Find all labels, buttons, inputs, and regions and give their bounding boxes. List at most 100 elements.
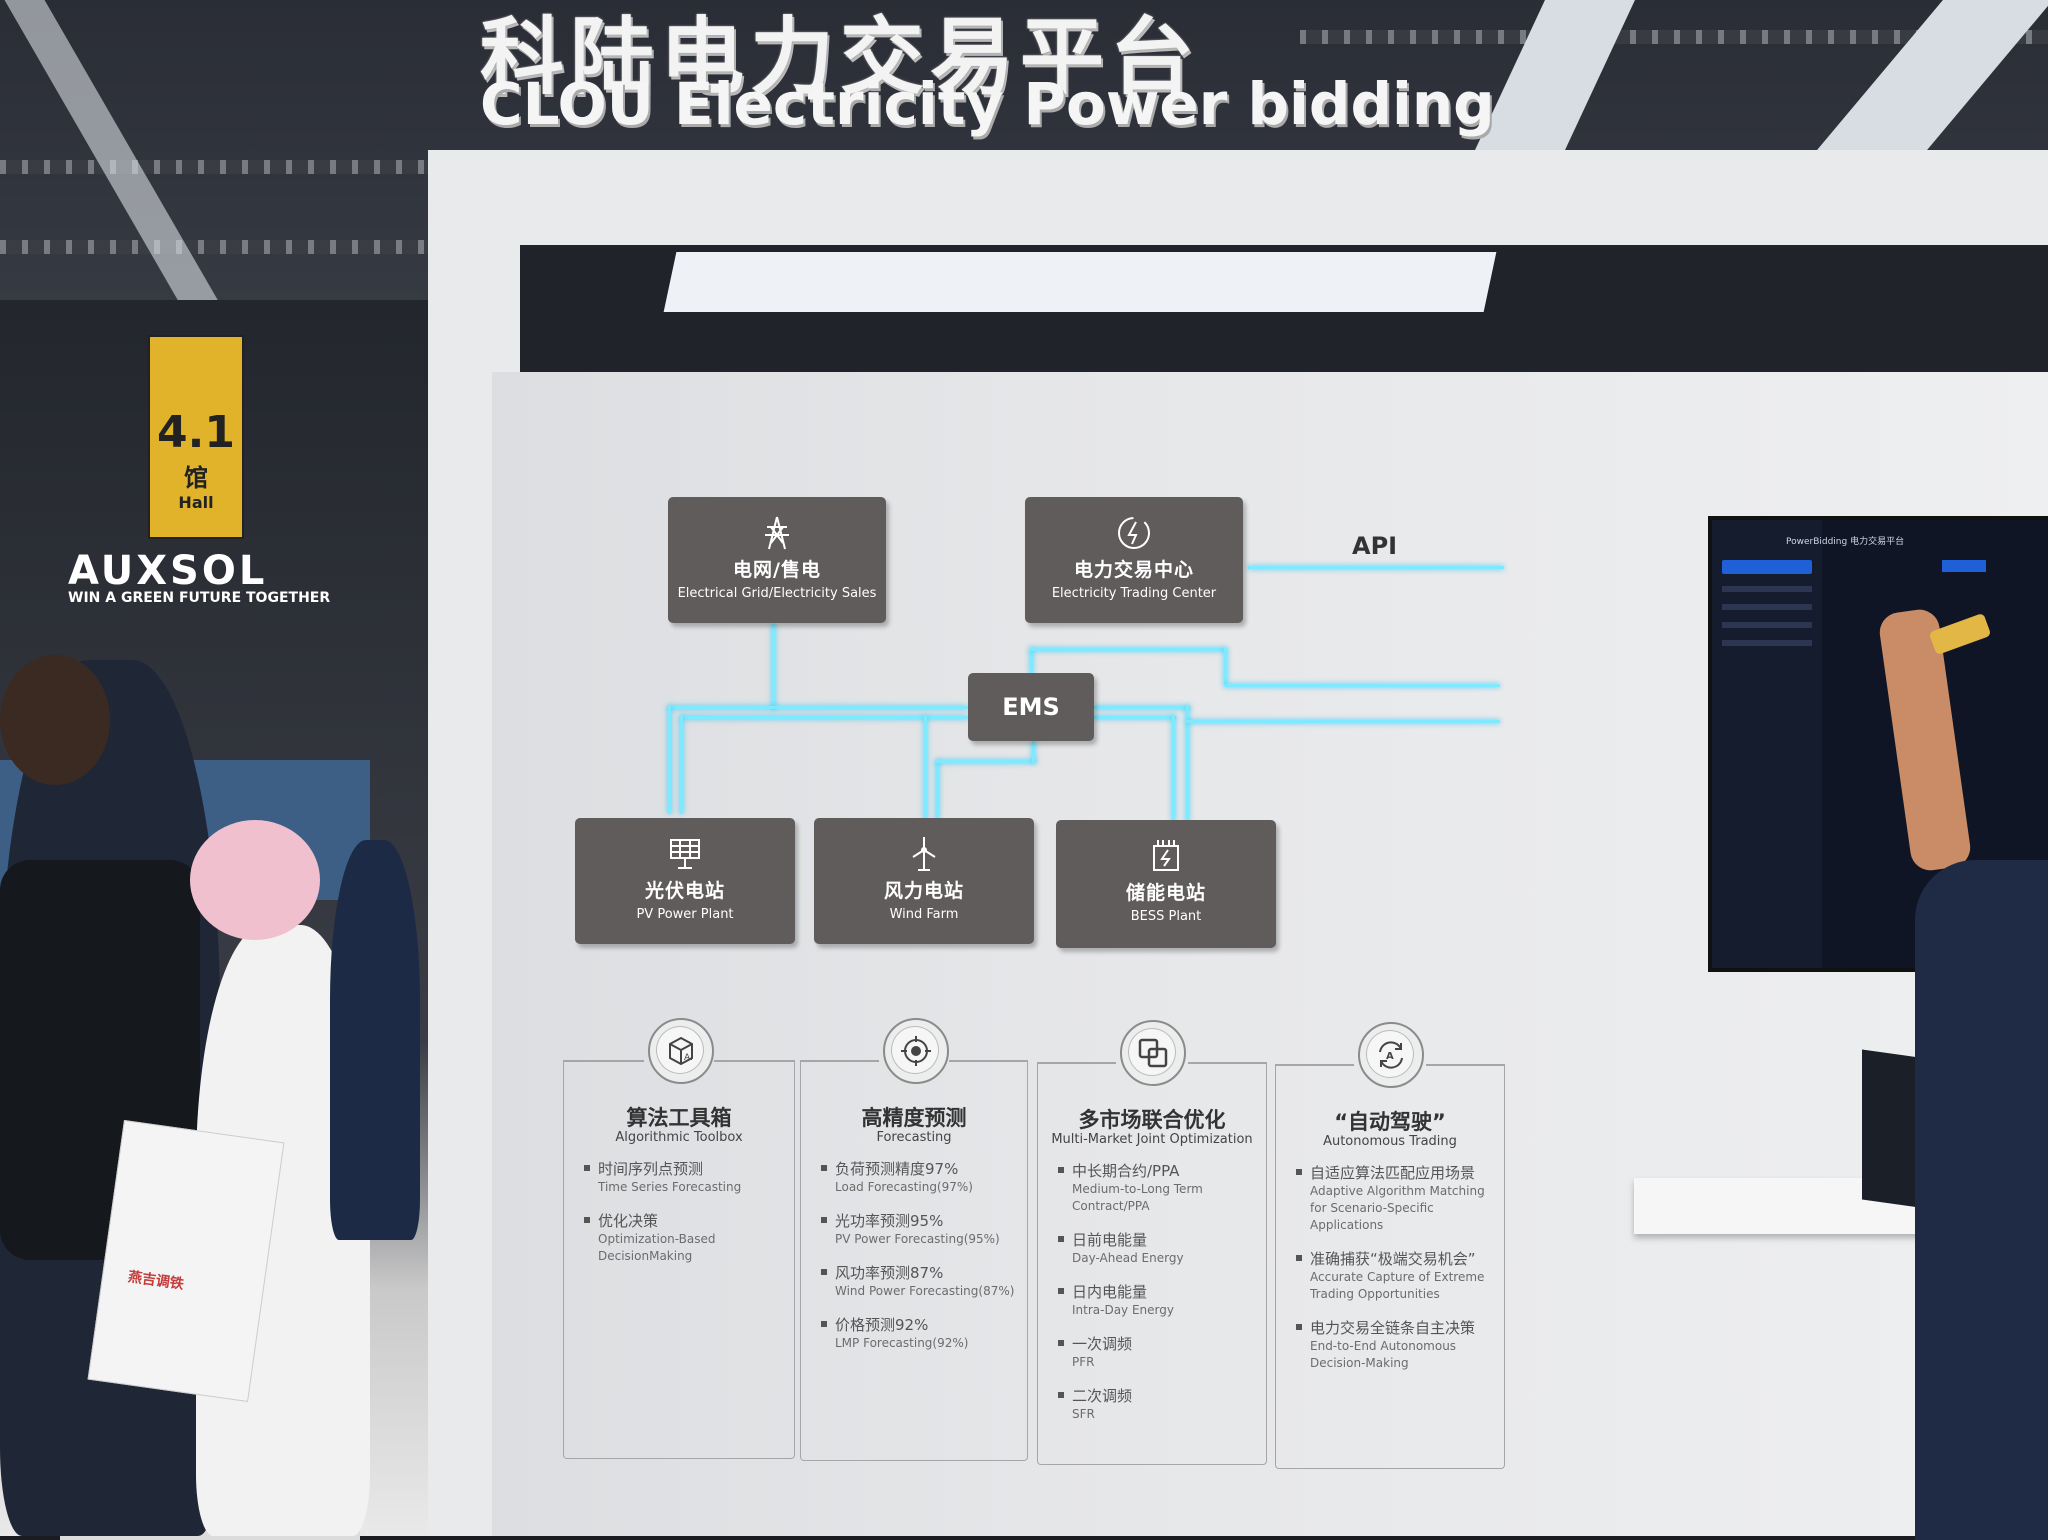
person-head <box>0 655 110 785</box>
list-item: 时间序列点预测 Time Series Forecasting <box>584 1158 788 1196</box>
node-title-cn: 储能电站 <box>1125 882 1206 904</box>
hall-number: 4.1 <box>157 407 235 458</box>
svg-text:AI: AI <box>684 1053 693 1063</box>
node-title-cn: 电网/售电 <box>733 559 821 581</box>
overlap-squares-icon <box>1138 1038 1168 1068</box>
panel-list: 时间序列点预测 Time Series Forecasting 优化决策 Optim… <box>584 1158 788 1279</box>
monitor-action-button <box>1942 560 1986 572</box>
auto-cycle-icon: A <box>1379 1041 1403 1069</box>
list-item: 负荷预测精度97% Load Forecasting(97%) <box>821 1158 1021 1196</box>
monitor-app-title: PowerBidding 电力交易平台 <box>1786 537 1905 547</box>
exhibitor-logo: AUXSOL <box>68 548 268 594</box>
node-title-en: Electrical Grid/Electricity Sales <box>677 586 877 601</box>
item-cn: 电力交易全链条自主决策 <box>1310 1319 1476 1337</box>
item-cn: 自适应算法匹配应用场景 <box>1310 1164 1476 1182</box>
ceiling-beam <box>1817 0 2048 150</box>
node-title-cn: 风力电站 <box>883 880 964 902</box>
node-trading-center: 电力交易中心 Electricity Trading Center <box>1025 497 1243 623</box>
hall-label-en: Hall <box>178 493 214 512</box>
badge <box>883 1018 949 1084</box>
ceiling-truss <box>0 240 430 254</box>
node-title-en: Wind Farm <box>889 907 959 922</box>
node-title-en: BESS Plant <box>1130 909 1202 924</box>
list-item: 日前电能量 Day-Ahead Energy <box>1058 1229 1260 1267</box>
node-title-en: Electricity Trading Center <box>1051 586 1217 601</box>
wind-turbine-icon <box>912 837 936 871</box>
item-en: Accurate Capture of Extreme Trading Oppo… <box>1310 1270 1485 1301</box>
node-bess-plant: 储能电站 BESS Plant <box>1056 820 1276 948</box>
node-pv-plant: 光伏电站 PV Power Plant <box>575 818 795 944</box>
item-en: Intra-Day Energy <box>1072 1303 1174 1317</box>
panel-forecasting: 高精度预测 Forecasting 负荷预测精度97%Load Forecast… <box>800 1018 1028 1461</box>
booth-sign-title-cn: 科陆电力交易平台 <box>480 8 1201 106</box>
list-item: 一次调频 PFR <box>1058 1333 1260 1371</box>
monitor-sidebar <box>1712 520 1822 968</box>
list-item: 价格预测92%LMP Forecasting(92%) <box>821 1314 1021 1352</box>
item-cn: 一次调频 <box>1072 1335 1133 1353</box>
api-label: API <box>1352 532 1398 560</box>
hall-label-cn: 馆 <box>184 464 208 492</box>
monitor-sidebar-item <box>1722 604 1812 610</box>
node-title-en: PV Power Plant <box>636 907 734 922</box>
exhibitor-tagline: WIN A GREEN FUTURE TOGETHER <box>68 590 331 606</box>
booth-sign-title-en: CLOU Electricity Power bidding <box>480 70 1495 138</box>
monitor-sidebar-item <box>1722 640 1812 646</box>
item-en: Day-Ahead Energy <box>1072 1251 1184 1265</box>
hall-sign: 4.1 馆 Hall <box>148 335 244 539</box>
booth-light-panel <box>663 252 1497 312</box>
ceiling-beam <box>1475 0 1635 150</box>
badge <box>1120 1020 1186 1086</box>
item-cn: 日内电能量 <box>1072 1283 1148 1301</box>
item-cn: 日前电能量 <box>1072 1231 1148 1249</box>
node-electrical-grid: 电网/售电 Electrical Grid/Electricity Sales <box>668 497 886 623</box>
panel-subtitle: Algorithmic Toolbox <box>615 1130 743 1145</box>
pink-cap <box>190 820 320 940</box>
node-title-cn: 光伏电站 <box>644 880 725 902</box>
ceiling-truss <box>1300 30 2048 44</box>
panel-title: 多市场联合优化 <box>1078 1108 1226 1132</box>
item-en: PFR <box>1072 1355 1095 1369</box>
list-item: 光功率预测95%PV Power Forecasting(95%) <box>821 1210 1021 1248</box>
item-en: Time Series Forecasting <box>598 1180 742 1194</box>
panel-subtitle: Forecasting <box>876 1130 952 1145</box>
item-cn: 二次调频 <box>1072 1387 1133 1405</box>
item-cn: 时间序列点预测 <box>598 1160 704 1178</box>
panel-list: 中长期合约/PPA Medium-to-Long Term Contract/PP… <box>1058 1160 1260 1437</box>
list-item: 日内电能量 Intra-Day Energy <box>1058 1281 1260 1319</box>
list-item: 中长期合约/PPA Medium-to-Long Term Contract/PP… <box>1058 1160 1260 1215</box>
panel-list: 负荷预测精度97% Load Forecasting(97%) 光功率预测95%P… <box>821 1158 1021 1366</box>
ceiling-truss <box>0 160 430 174</box>
badge: AI <box>648 1018 714 1084</box>
item-en: Load Forecasting(97%) <box>835 1180 973 1194</box>
list-item: 自适应算法匹配应用场景 Adaptive Algorithm Matching f… <box>1296 1162 1498 1234</box>
solar-panel-icon <box>670 839 700 869</box>
list-item: 风功率预测87%Wind Power Forecasting(87%) <box>821 1262 1021 1300</box>
list-item: 准确捕获“极端交易机会” Accurate Capture of Extreme … <box>1296 1248 1498 1303</box>
lightning-icon <box>1118 517 1150 549</box>
item-cn: 优化决策 <box>598 1212 659 1230</box>
monitor-sidebar-item <box>1722 586 1812 592</box>
panel-title: “自动驾驶” <box>1334 1110 1446 1134</box>
phone <box>1928 612 1992 656</box>
item-cn: 准确捕获“极端交易机会” <box>1310 1250 1476 1268</box>
item-en: SFR <box>1072 1407 1095 1421</box>
battery-icon <box>1153 840 1179 871</box>
panel-list: 自适应算法匹配应用场景 Adaptive Algorithm Matching f… <box>1296 1162 1498 1386</box>
list-item: 优化决策 Optimization-Based DecisionMaking <box>584 1210 788 1265</box>
monitor-sidebar-item <box>1722 622 1812 628</box>
person-pointing <box>1877 607 2048 1540</box>
item-en: Optimization-Based DecisionMaking <box>598 1232 716 1263</box>
node-title-cn: 电力交易中心 <box>1073 559 1194 581</box>
panel-title: 算法工具箱 <box>626 1106 732 1130</box>
item-en: Medium-to-Long Term Contract/PPA <box>1072 1182 1203 1213</box>
item-cn: 光功率预测95% <box>835 1212 944 1230</box>
person-background <box>330 840 420 1240</box>
item-cn: 负荷预测精度97% <box>835 1160 959 1178</box>
ai-cube-icon: AI <box>669 1036 693 1066</box>
ems-node: EMS <box>968 673 1094 741</box>
item-en: Adaptive Algorithm Matching for Scenario… <box>1310 1184 1485 1232</box>
item-cn: 中长期合约/PPA <box>1072 1162 1180 1180</box>
panel-algorithmic-toolbox: AI 算法工具箱 Algorithmic Toolbox 时间序列点预测 Time… <box>563 1018 795 1459</box>
